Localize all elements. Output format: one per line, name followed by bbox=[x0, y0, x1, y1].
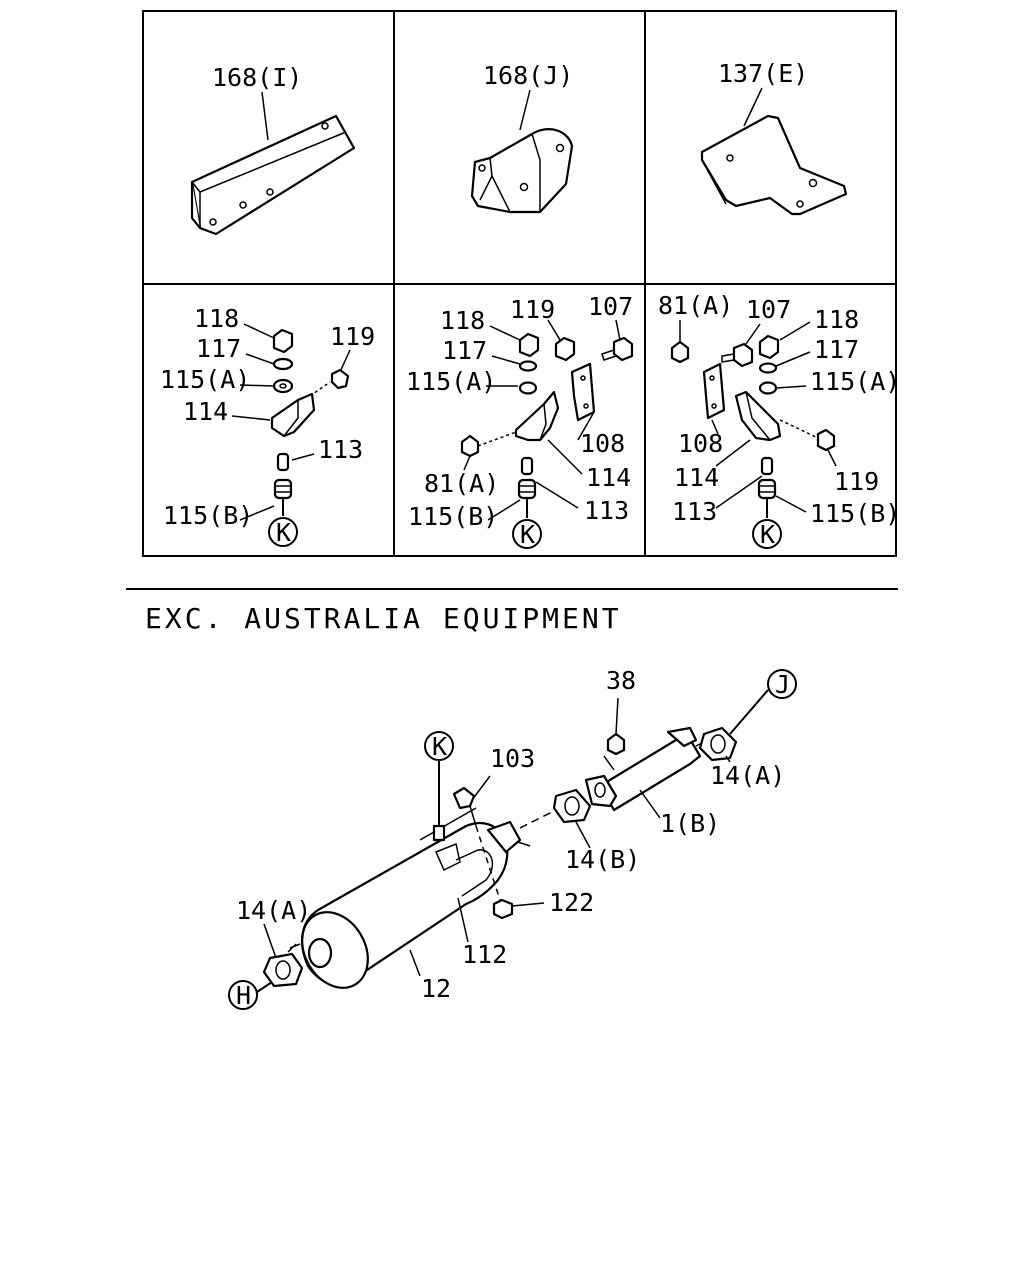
label-137e: 137(E) bbox=[718, 59, 808, 88]
label-119: 119 bbox=[330, 322, 375, 351]
label-103: 103 bbox=[490, 744, 535, 773]
label-118: 118 bbox=[814, 305, 859, 334]
ref-circle-k bbox=[268, 517, 298, 547]
ref-k-label: K bbox=[760, 520, 775, 549]
label-107: 107 bbox=[588, 292, 633, 321]
label-14a-right: 14(A) bbox=[710, 761, 785, 790]
label-113: 113 bbox=[584, 496, 629, 525]
panel-bracket-assembly-center: 118 119 107 117 115(A) 108 81(A) 114 115… bbox=[406, 292, 633, 549]
ref-h: H bbox=[236, 981, 251, 1010]
label-117: 117 bbox=[196, 334, 241, 363]
label-115a: 115(A) bbox=[810, 367, 900, 396]
label-115b: 115(B) bbox=[408, 502, 498, 531]
label-119: 119 bbox=[834, 467, 879, 496]
label-113: 113 bbox=[672, 497, 717, 526]
panel-grid bbox=[142, 10, 897, 557]
label-168i: 168(I) bbox=[212, 63, 302, 92]
label-122: 122 bbox=[549, 888, 594, 917]
panel-bracket-assembly-right: 81(A) 107 118 117 115(A) 108 114 119 113… bbox=[658, 291, 900, 549]
label-117: 117 bbox=[442, 336, 487, 365]
label-117: 117 bbox=[814, 335, 859, 364]
label-1b: 1(B) bbox=[660, 809, 720, 838]
panel-bracket-assembly-left: 118 117 115(A) 114 119 113 115(B) bbox=[160, 304, 375, 547]
label-14a-left: 14(A) bbox=[236, 896, 311, 925]
label-115b: 115(B) bbox=[163, 501, 253, 530]
label-114: 114 bbox=[183, 397, 228, 426]
label-107: 107 bbox=[746, 295, 791, 324]
label-115a: 115(A) bbox=[160, 365, 250, 394]
label-114: 114 bbox=[586, 463, 631, 492]
label-108: 108 bbox=[678, 429, 723, 458]
label-14b: 14(B) bbox=[565, 845, 640, 874]
panel-168i: 168(I) bbox=[190, 63, 356, 236]
section-header: EXC. AUSTRALIA EQUIPMENT bbox=[145, 602, 622, 635]
label-81a: 81(A) bbox=[424, 469, 499, 498]
label-118: 118 bbox=[440, 306, 485, 335]
label-168j: 168(J) bbox=[483, 61, 573, 90]
label-118: 118 bbox=[194, 304, 239, 333]
label-113: 113 bbox=[318, 435, 363, 464]
ref-k-label: K bbox=[520, 520, 535, 549]
label-115b: 115(B) bbox=[810, 499, 900, 528]
label-81a: 81(A) bbox=[658, 291, 733, 320]
panel-137e: 137(E) bbox=[700, 59, 848, 216]
label-119: 119 bbox=[510, 295, 555, 324]
label-108: 108 bbox=[580, 429, 625, 458]
panel-168j: 168(J) bbox=[470, 61, 573, 214]
label-12: 12 bbox=[421, 974, 451, 1003]
label-38: 38 bbox=[606, 666, 636, 695]
ref-k-label: K bbox=[276, 518, 291, 547]
muffler-assembly: K 103 122 112 12 14(A) H 14(B) bbox=[228, 666, 797, 1010]
label-114: 114 bbox=[674, 463, 719, 492]
label-112: 112 bbox=[462, 940, 507, 969]
label-115a: 115(A) bbox=[406, 367, 496, 396]
ref-j: J bbox=[775, 670, 790, 699]
ref-k: K bbox=[432, 732, 447, 761]
